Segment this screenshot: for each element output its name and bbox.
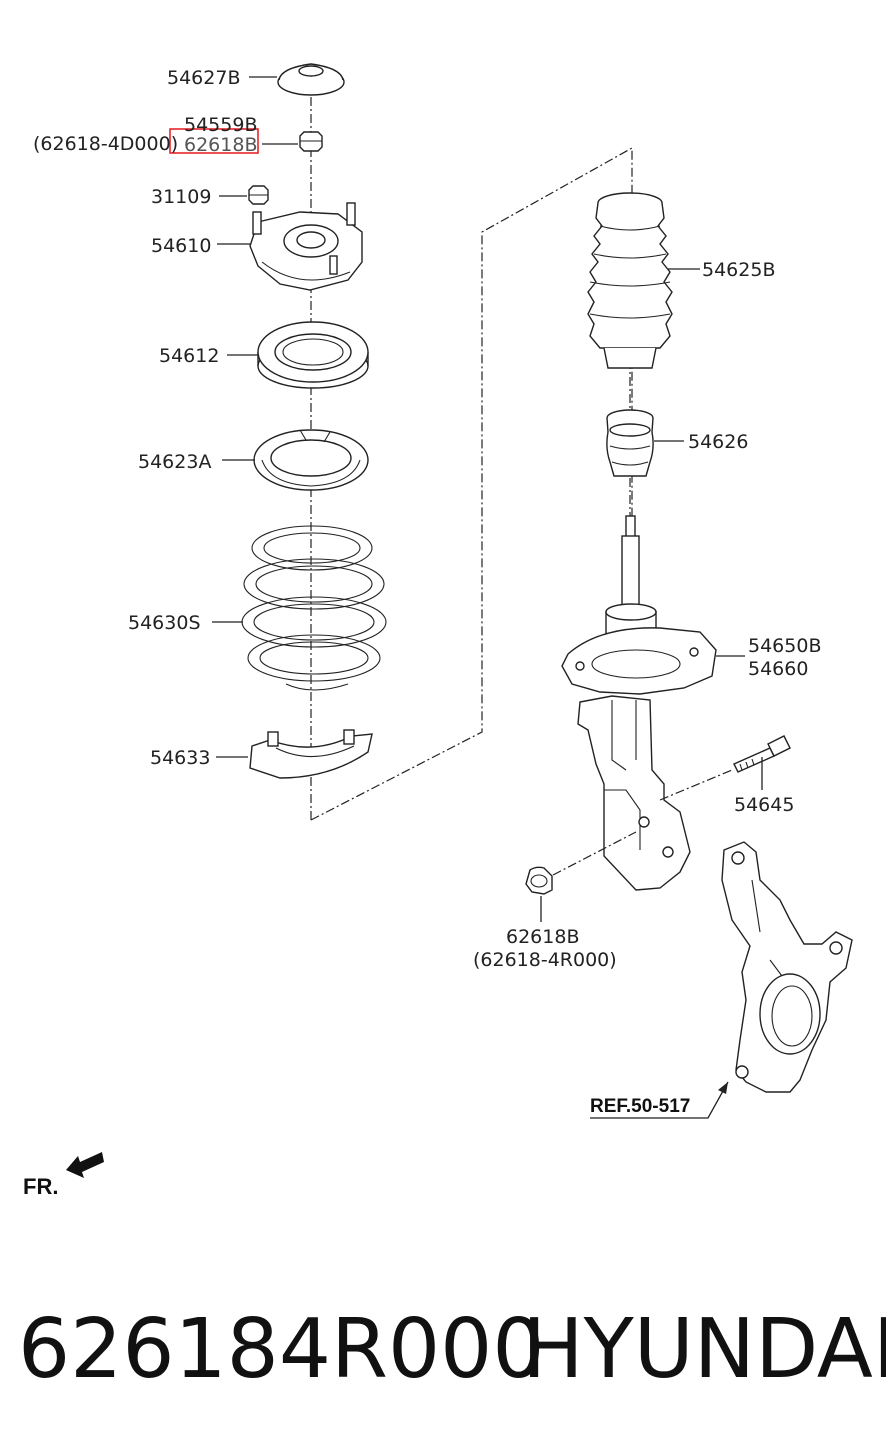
part-54625b-dust-boot[interactable] xyxy=(587,192,673,369)
label-54625b[interactable]: 54625B xyxy=(702,259,775,281)
front-arrow-icon xyxy=(66,1152,104,1178)
label-54630s[interactable]: 54630S xyxy=(128,612,201,634)
part-31109-nut[interactable] xyxy=(248,185,269,205)
label-62618-4d000[interactable]: (62618-4D000) xyxy=(33,133,178,155)
highlight-box xyxy=(169,128,259,154)
label-54610[interactable]: 54610 xyxy=(151,235,211,257)
label-54627b[interactable]: 54627B xyxy=(167,67,240,89)
label-62618-4r000[interactable]: (62618-4R000) xyxy=(473,949,617,971)
part-54610-strut-mount[interactable] xyxy=(249,202,363,291)
part-54630s-coil-spring[interactable] xyxy=(241,525,387,691)
label-front: FR. xyxy=(23,1174,58,1199)
part-54627b-cap[interactable] xyxy=(277,63,345,96)
brand-name: HYUNDAI xyxy=(522,1302,886,1397)
label-54633[interactable]: 54633 xyxy=(150,747,210,769)
label-54650b[interactable]: 54650B xyxy=(748,635,821,657)
part-62618b-bottom-nut[interactable] xyxy=(525,866,553,895)
part-62618b-top-nut[interactable] xyxy=(299,131,323,152)
knuckle-reference-part[interactable] xyxy=(721,841,853,1093)
label-54559b[interactable]: 54559B xyxy=(184,114,257,136)
label-54623a[interactable]: 54623A xyxy=(138,451,211,473)
label-54645[interactable]: 54645 xyxy=(734,794,794,816)
part-54645-bolt[interactable] xyxy=(733,735,791,773)
part-54633-lower-pad[interactable] xyxy=(249,729,373,779)
part-54612-bearing[interactable] xyxy=(257,321,369,389)
part-number: 626184R000 xyxy=(18,1302,545,1397)
label-31109[interactable]: 31109 xyxy=(151,186,211,208)
label-62618b-highlighted[interactable]: 62618B xyxy=(184,134,257,156)
label-54660[interactable]: 54660 xyxy=(748,658,808,680)
part-54626-bump-stopper[interactable] xyxy=(606,409,654,477)
label-54626[interactable]: 54626 xyxy=(688,431,748,453)
part-54650b-strut-assembly[interactable] xyxy=(561,515,717,891)
footer: 626184R000 HYUNDAI xyxy=(0,1290,886,1410)
label-ref-50-517[interactable]: REF.50-517 xyxy=(590,1096,690,1117)
part-54623a-spring-pad[interactable] xyxy=(253,429,369,491)
label-54612[interactable]: 54612 xyxy=(159,345,219,367)
label-62618b-bottom[interactable]: 62618B xyxy=(506,926,579,948)
